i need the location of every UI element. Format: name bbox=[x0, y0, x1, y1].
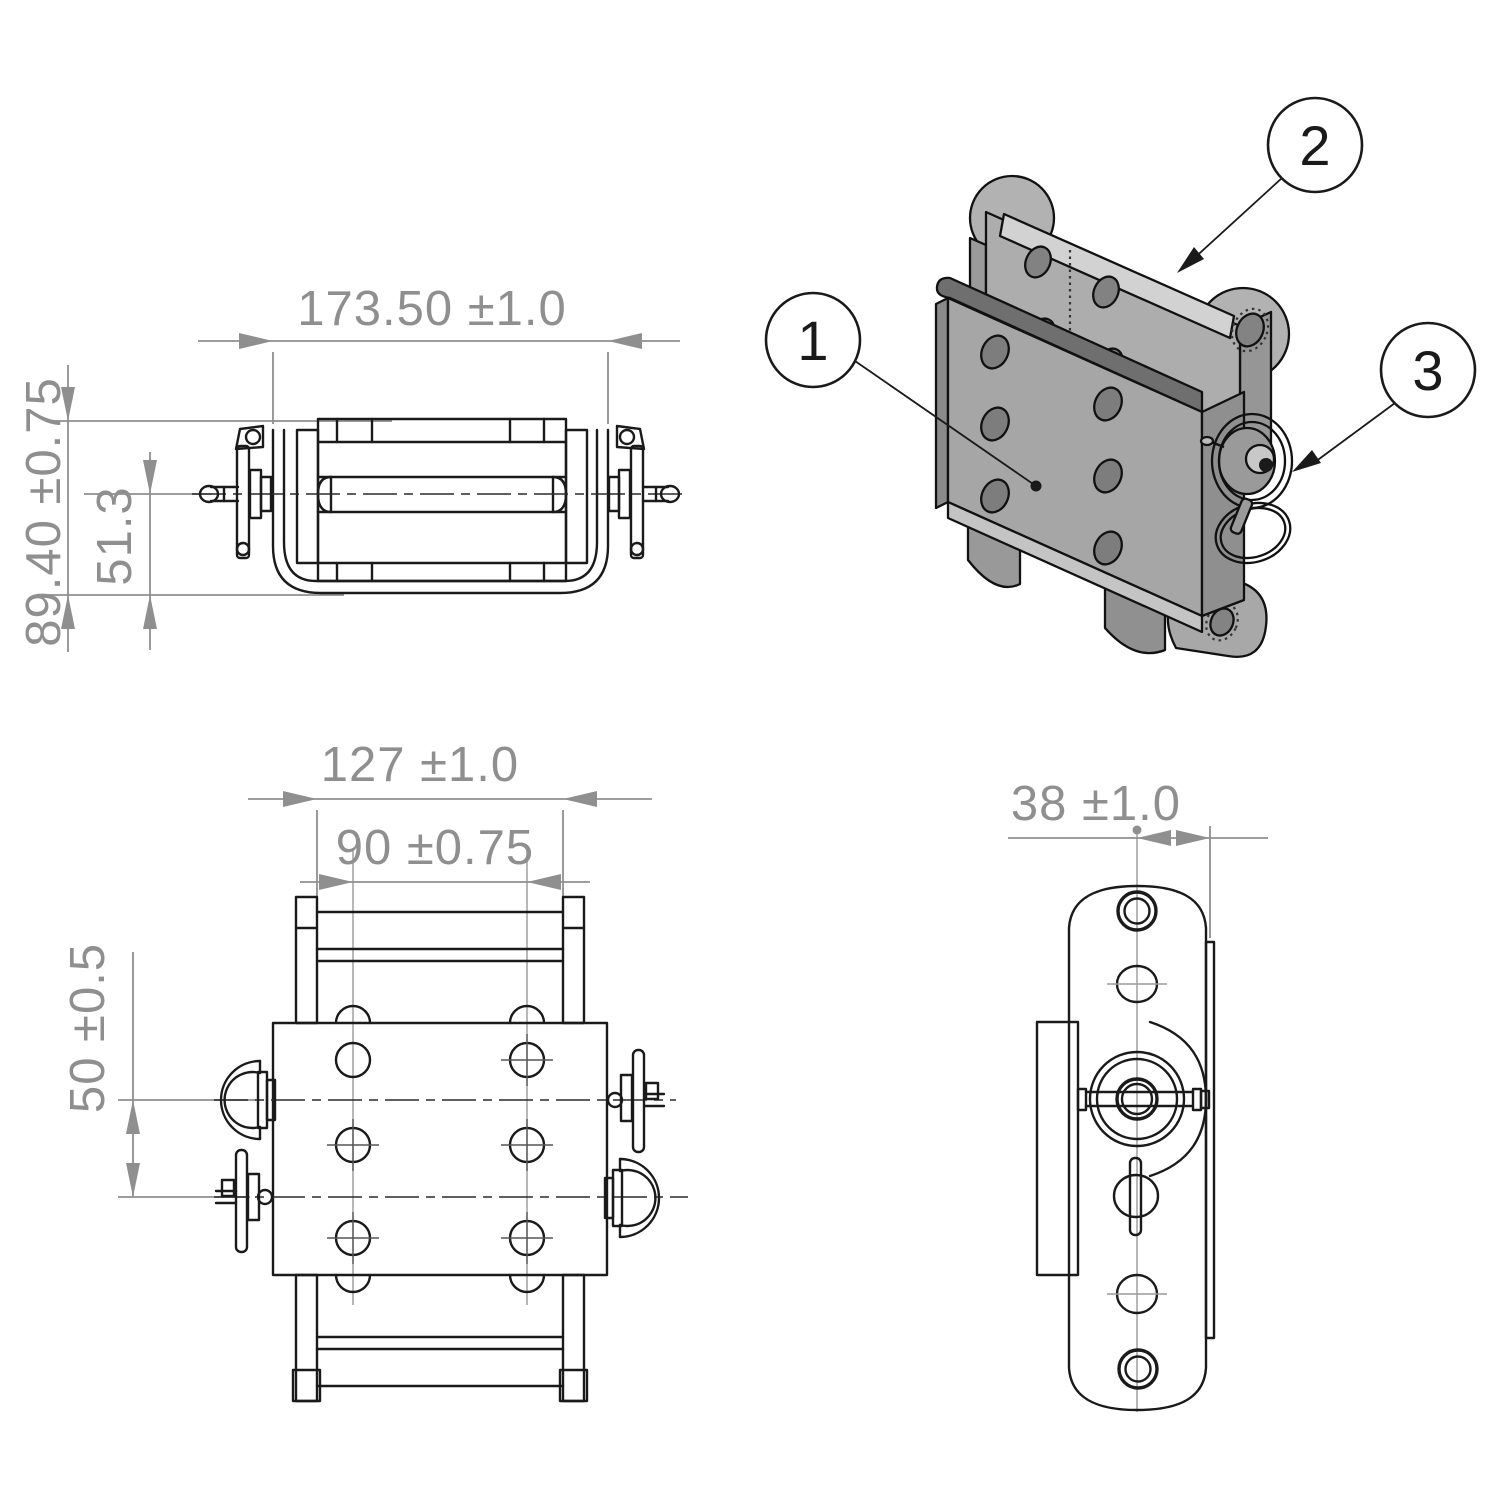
dim-thickness: 38 ±1.0 bbox=[1008, 777, 1268, 1412]
lynch-pin-right bbox=[606, 1048, 666, 1154]
profile-lower-pin bbox=[1112, 1156, 1160, 1237]
dim-text-hole-spacing: 90 ±0.75 bbox=[336, 821, 534, 875]
iso-channel-tube-highlight bbox=[998, 212, 1236, 340]
iso-left-edge bbox=[934, 296, 950, 510]
balloon-2-label: 2 bbox=[1299, 114, 1330, 177]
clip-hole-icon bbox=[618, 428, 636, 446]
rail-right-lower bbox=[561, 1273, 586, 1403]
dim-hole-spacing: 90 ±0.75 bbox=[300, 821, 590, 1305]
rail-right-upper bbox=[561, 895, 586, 1025]
lynch-pin-left bbox=[214, 1148, 274, 1254]
pin-assembly-right bbox=[607, 424, 681, 560]
profile-view-geometry bbox=[1035, 884, 1216, 1412]
rail-left-upper bbox=[294, 895, 319, 1025]
clip-hole-icon bbox=[244, 428, 262, 446]
front-view: 127 ±1.0 90 ±0.75 50 ±0.5 bbox=[61, 738, 688, 1403]
dim-pin-height: 51.3 bbox=[84, 452, 212, 650]
profile-view: 38 ±1.0 bbox=[1008, 777, 1268, 1412]
leader-arrow-icon bbox=[1292, 450, 1321, 472]
balloon-3-label: 3 bbox=[1412, 339, 1443, 402]
front-view-geometry bbox=[214, 895, 688, 1403]
leader-arrow-icon bbox=[1177, 247, 1204, 273]
dim-rail-width: 127 ±1.0 bbox=[248, 738, 652, 900]
rail-edge-left bbox=[295, 428, 320, 565]
dim-text-pin-spacing: 50 ±0.5 bbox=[61, 943, 115, 1113]
d-ring-left bbox=[219, 1059, 277, 1141]
d-ring-right bbox=[603, 1157, 661, 1239]
dim-text-overall-width: 173.50 ±1.0 bbox=[297, 282, 567, 336]
dim-overall-width: 173.50 ±1.0 bbox=[198, 282, 680, 424]
side-view-geometry bbox=[192, 417, 688, 595]
side-view: 173.50 ±1.0 89.40 ±0.75 51.3 bbox=[17, 282, 688, 652]
hole-grid bbox=[327, 1004, 553, 1294]
balloon-1-label: 1 bbox=[797, 309, 828, 372]
balloon-2: 2 bbox=[1177, 96, 1364, 273]
dim-overall-height: 89.40 ±0.75 bbox=[17, 365, 392, 652]
profile-hole-top bbox=[1116, 890, 1158, 932]
profile-pin-rings bbox=[1076, 1050, 1211, 1148]
dim-text-pin-height: 51.3 bbox=[88, 486, 142, 585]
dim-text-overall-height: 89.40 ±0.75 bbox=[17, 377, 71, 647]
dim-text-rail-width: 127 ±1.0 bbox=[321, 738, 519, 792]
balloon-3: 3 bbox=[1292, 321, 1477, 472]
main-plate bbox=[271, 1021, 609, 1277]
iso-pin-and-ring bbox=[1199, 412, 1294, 565]
rail-left-lower bbox=[294, 1273, 319, 1403]
balloon-1: 1 bbox=[764, 291, 1042, 492]
rail-edge-right bbox=[564, 428, 589, 565]
plate-edge-block bbox=[1035, 1020, 1080, 1277]
leader-dot-icon bbox=[1030, 480, 1042, 492]
dim-text-thickness: 38 ±1.0 bbox=[1011, 777, 1181, 831]
dim-pin-spacing: 50 ±0.5 bbox=[61, 943, 256, 1198]
iso-front-plate-holes bbox=[980, 334, 1123, 566]
pin-assembly-left bbox=[198, 424, 273, 560]
isometric-view: 1 2 3 bbox=[764, 96, 1477, 658]
profile-hole-bottom bbox=[1117, 1348, 1159, 1390]
iso-bottom-fold-band bbox=[946, 500, 1204, 634]
rail-profile bbox=[1067, 884, 1208, 1412]
